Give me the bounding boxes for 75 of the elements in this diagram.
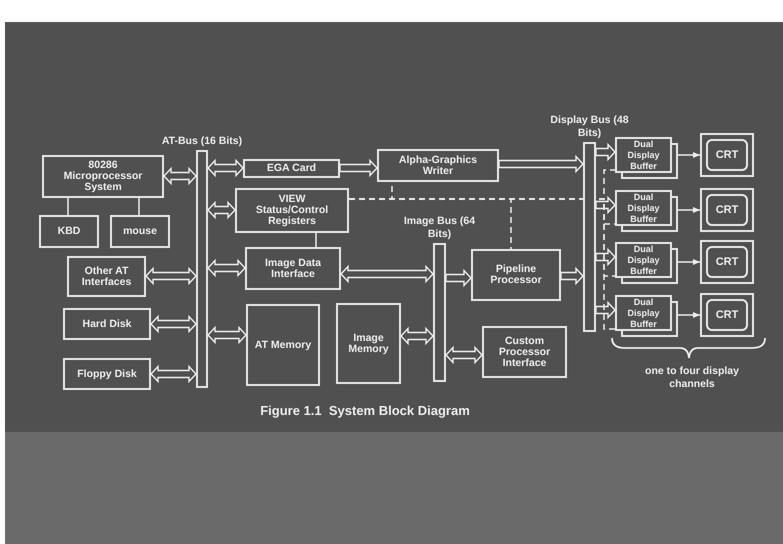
- hollow-arrow: [150, 314, 197, 334]
- block-box: [243, 159, 340, 178]
- note-text: one to four display channels: [644, 365, 740, 391]
- connector-line: [315, 233, 317, 247]
- connector-line: [138, 198, 140, 215]
- hollow-arrow: [595, 196, 616, 214]
- monitor-box: [700, 133, 754, 177]
- node-label: Custom Processor Interface: [498, 336, 552, 368]
- node-label: Dual Display Buffer: [626, 192, 660, 224]
- hollow-arrow: [560, 266, 584, 286]
- node-label: Other AT Interfaces: [80, 266, 132, 288]
- block-box: [42, 155, 164, 198]
- block-box: [63, 308, 151, 340]
- block-box: [377, 149, 499, 182]
- node-label: AT Memory: [254, 340, 312, 350]
- buffer-box: [615, 242, 678, 284]
- hollow-arrow: [445, 346, 483, 364]
- connector-line: [678, 207, 700, 213]
- hollow-arrow: [207, 326, 247, 344]
- node-label: Dual Display Buffer: [626, 138, 660, 172]
- connector-line: [678, 259, 700, 265]
- node-label: Pipeline Processor: [489, 264, 543, 286]
- block-box: [471, 249, 561, 301]
- block-box: [235, 188, 349, 233]
- block-box: [482, 326, 567, 378]
- block-box: [63, 358, 151, 390]
- node-label: CRT: [716, 310, 738, 320]
- block-box: [336, 303, 401, 384]
- connector-line: [67, 198, 69, 215]
- hollow-arrow: [145, 266, 197, 286]
- block-box: [245, 247, 341, 290]
- hollow-arrow: [595, 142, 616, 162]
- block-box: [246, 304, 320, 386]
- dashed-line: [349, 198, 615, 330]
- hollow-arrow: [207, 158, 244, 178]
- buffer-box: [615, 137, 678, 179]
- connector-line: [678, 152, 700, 158]
- bus-label: Image Bus (64 Bits): [402, 215, 476, 241]
- block-box: [67, 256, 146, 297]
- hollow-arrow: [498, 154, 584, 174]
- hollow-arrow: [207, 258, 246, 278]
- node-label: Alpha-Graphics Writer: [398, 154, 478, 176]
- node-label: Image Data Interface: [264, 258, 322, 280]
- node-label: Dual Display Buffer: [626, 296, 660, 330]
- node-label: KBD: [58, 226, 80, 237]
- hollow-arrow: [207, 200, 236, 220]
- buffer-box: [615, 295, 678, 337]
- node-label: CRT: [716, 150, 738, 160]
- monitor-box: [700, 293, 754, 337]
- node-label: mouse: [123, 226, 157, 237]
- block-box: [110, 215, 170, 248]
- monitor-box: [700, 240, 754, 284]
- node-label: Image Memory: [347, 332, 390, 354]
- connector-line: [678, 312, 700, 318]
- bus-label: AT-Bus (16 Bits): [160, 135, 244, 148]
- hollow-arrow: [400, 326, 434, 346]
- node-label: EGA Card: [266, 163, 316, 174]
- node-label: CRT: [716, 256, 738, 268]
- node-label: Dual Display Buffer: [626, 244, 660, 276]
- block-box: [39, 215, 99, 248]
- node-label: Hard Disk: [82, 318, 132, 330]
- hollow-arrow: [150, 364, 197, 384]
- hollow-arrow: [595, 300, 616, 320]
- hollow-arrow: [445, 268, 472, 288]
- node-label: VIEW Status/Control Registers: [254, 194, 330, 227]
- node-label: Floppy Disk: [77, 368, 137, 380]
- buffer-box: [615, 190, 678, 232]
- monitor-box: [700, 188, 754, 232]
- hollow-arrow: [339, 158, 378, 178]
- node-label: CRT: [716, 204, 738, 216]
- hollow-arrow: [340, 264, 434, 284]
- node-label: 80286 Microprocessor System: [62, 160, 144, 193]
- hollow-arrow: [163, 166, 197, 186]
- bus-label: Display Bus (48 Bits): [549, 114, 630, 140]
- figure-caption: Figure 1.1 System Block Diagram: [259, 402, 471, 420]
